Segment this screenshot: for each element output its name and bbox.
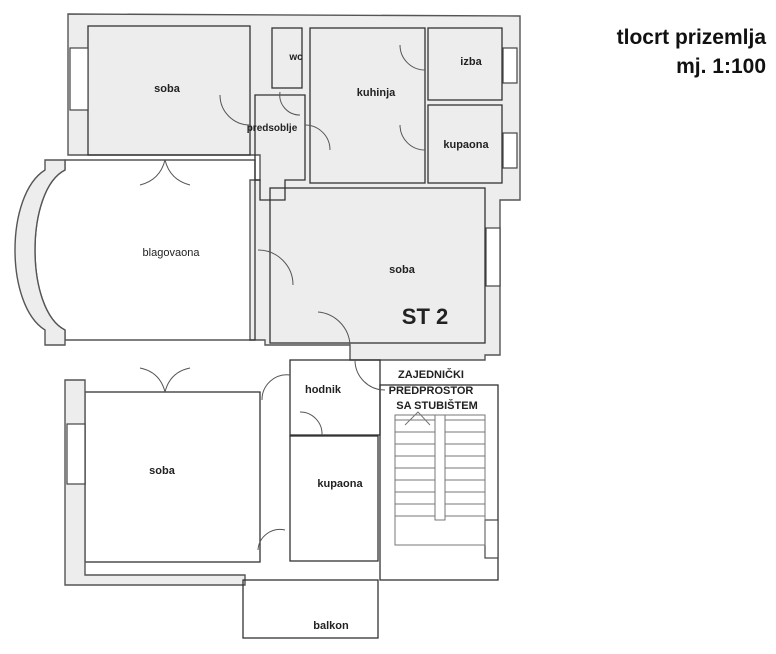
room-kupaona-bottom	[289, 435, 379, 562]
room-soba-bottom-left	[84, 391, 261, 563]
window	[69, 47, 89, 111]
room-soba-middle	[269, 187, 486, 344]
double-door	[139, 159, 191, 186]
stairs	[394, 411, 486, 546]
room-kuhinja	[309, 27, 426, 184]
label-common-3: SA STUBIŠTEM	[396, 399, 478, 412]
stair-arrow-icon	[404, 411, 431, 426]
door	[257, 249, 294, 286]
label-kuhinja: kuhinja	[357, 87, 396, 99]
label-wc: wc	[288, 52, 303, 63]
label-izba: izba	[460, 56, 482, 68]
room-izba	[427, 27, 503, 101]
plan-title: tlocrt prizemlja	[616, 26, 766, 49]
room-hodnik	[289, 359, 381, 436]
door	[354, 359, 386, 391]
label-kupaona-bottom: kupaona	[317, 478, 363, 490]
label-soba-top-left: soba	[154, 83, 181, 95]
window	[502, 132, 518, 169]
door	[317, 311, 351, 346]
room-wc	[271, 27, 303, 89]
label-blagovaona: blagovaona	[143, 247, 201, 259]
label-common-2: PREDPROSTOR	[389, 385, 474, 397]
label-unit: ST 2	[402, 304, 448, 329]
window	[485, 227, 501, 287]
double-door	[139, 367, 191, 393]
plan-scale: mj. 1:100	[676, 55, 766, 78]
window	[502, 47, 518, 84]
room-predsoblje	[254, 94, 306, 201]
doors	[139, 44, 426, 551]
door	[261, 374, 291, 401]
bay-window	[14, 159, 66, 346]
wall-bottom-left	[64, 379, 246, 586]
wall-upper-block	[67, 13, 521, 361]
window	[66, 423, 86, 485]
label-kupaona-top: kupaona	[443, 139, 489, 151]
label-soba-bottom-left: soba	[149, 465, 176, 477]
label-predsoblje: predsoblje	[247, 123, 298, 134]
label-soba-middle: soba	[389, 264, 416, 276]
room-labels: soba wc predsoblje kuhinja izba kupaona …	[143, 52, 490, 632]
stairwell	[379, 384, 499, 581]
door	[219, 94, 251, 126]
door	[304, 124, 331, 151]
label-hodnik: hodnik	[305, 384, 342, 396]
door	[257, 528, 286, 551]
door	[399, 44, 426, 71]
door	[279, 91, 301, 116]
balkon	[242, 579, 379, 639]
windows	[66, 47, 518, 559]
label-balkon: balkon	[313, 620, 349, 632]
door	[399, 124, 426, 151]
room-kupaona-top	[427, 104, 503, 184]
label-common-1: ZAJEDNIČKI	[398, 368, 464, 381]
window	[484, 519, 499, 559]
door	[299, 411, 323, 436]
